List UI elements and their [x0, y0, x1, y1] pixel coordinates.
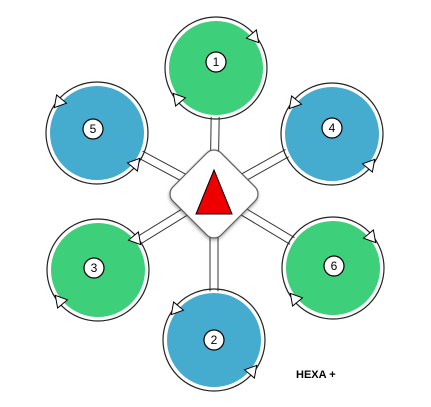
rotor-ring-2 — [162, 288, 266, 392]
motor-label-2: 2 — [211, 333, 218, 347]
motor-label-1: 1 — [213, 55, 220, 69]
motor-badge-5 — [82, 118, 104, 140]
rotor-ring-5 — [45, 81, 149, 185]
rotation-arrow-icon — [172, 92, 187, 107]
rotation-arrow-icon — [126, 157, 141, 172]
rotation-arrow-icon — [288, 95, 303, 110]
rotation-arrow-icon — [289, 292, 304, 307]
rotation-arrow-icon — [127, 231, 142, 246]
motor-badge-3 — [83, 257, 105, 279]
heading-icon — [195, 168, 233, 215]
diagram-title: HEXA + — [296, 369, 336, 381]
motor-label-3: 3 — [91, 261, 98, 275]
rotation-arrow-icon — [245, 29, 260, 44]
rotation-arrow-icon — [54, 294, 69, 309]
motor-label-5: 5 — [90, 122, 97, 136]
motor-badge-6 — [323, 255, 345, 277]
flight-controller-body — [169, 149, 259, 239]
rotor-ring-3 — [46, 218, 150, 322]
rotation-arrow-icon — [170, 301, 185, 316]
motor-label-4: 4 — [329, 121, 336, 135]
rotor-ring-4 — [280, 82, 384, 186]
motor-label-6: 6 — [331, 259, 338, 273]
rotor-ring-1 — [164, 16, 268, 120]
motor-labels: 1 2 3 4 5 6 — [82, 51, 345, 351]
rotation-arrow-icon — [53, 94, 68, 109]
rotation-arrow-icon — [361, 158, 376, 173]
motor-badge-4 — [321, 117, 343, 139]
rotation-arrow-icon — [243, 364, 258, 379]
rotation-arrow-icon — [362, 229, 377, 244]
motor-badge-1 — [205, 51, 227, 73]
rotor-ring-6 — [281, 216, 385, 320]
motor-badge-2 — [203, 329, 225, 351]
